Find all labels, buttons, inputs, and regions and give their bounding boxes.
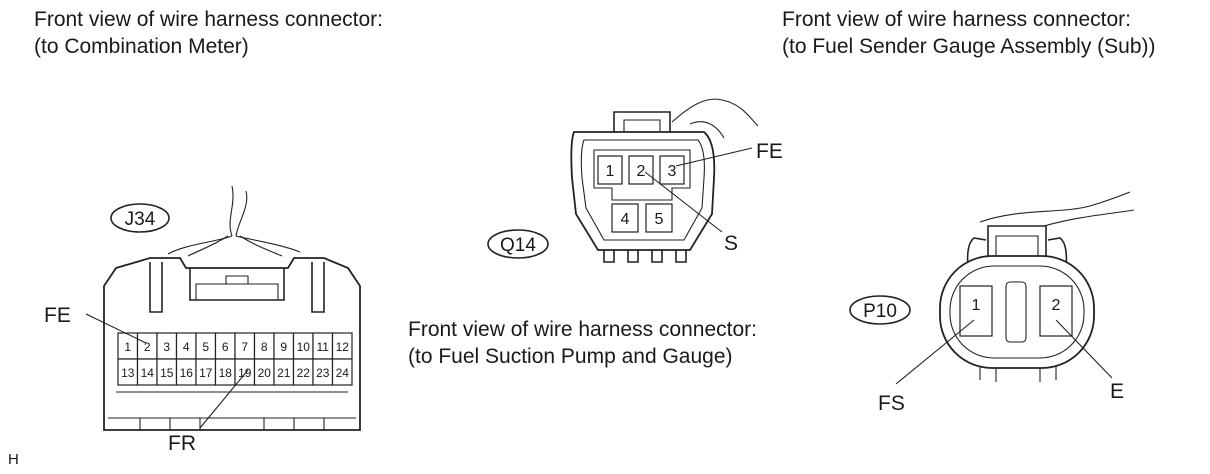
caption-line-1: Front view of wire harness connector: (782, 8, 1131, 31)
j34-pin-label: 23 (316, 366, 330, 380)
j34-pin-label: 20 (258, 366, 272, 380)
j34-wires (167, 185, 301, 257)
j34-right-latch (311, 262, 325, 313)
j34-pin-label: 9 (280, 340, 287, 354)
caption-line-2: (to Fuel Suction Pump and Gauge) (408, 345, 733, 368)
j34-pin-label: 22 (297, 366, 311, 380)
j34-pin-label: 15 (160, 366, 174, 380)
p10-code-oval (849, 295, 911, 325)
corner-mark: H (8, 451, 19, 468)
q14-s-leader (644, 171, 723, 233)
j34-pin-label: 21 (277, 366, 291, 380)
q14-pin-label: 1 (606, 163, 615, 180)
j34-pin-label: 3 (163, 340, 170, 354)
p10-signal-e: E (1110, 380, 1124, 403)
q14-pin-2 (628, 155, 654, 185)
q14-wire (671, 98, 759, 127)
j34-pin-label: 7 (241, 340, 248, 354)
caption-line-2: (to Combination Meter) (34, 35, 249, 58)
j34-code-oval (110, 203, 170, 233)
caption-line-1: Front view of wire harness connector: (34, 8, 383, 31)
j34-signal-fe: FE (44, 304, 71, 327)
q14-fe-leader (675, 147, 753, 167)
q14-signal-s: S (724, 232, 738, 255)
j34-pin-label: 13 (121, 366, 135, 380)
q14-code: Q14 (500, 235, 536, 256)
q14-pin-label: 2 (637, 163, 646, 180)
q14-pin-label: 3 (668, 163, 677, 180)
q14-latch (613, 111, 671, 132)
p10-latch (987, 225, 1047, 262)
p10-pin-2 (1039, 285, 1073, 337)
j34-pin-cell (331, 358, 353, 386)
j34-pin-label: 2 (144, 340, 151, 354)
j34-bottom-ticks (139, 418, 325, 430)
p10-signal-fs: FS (878, 392, 905, 415)
caption-line-1: Front view of wire harness connector: (408, 318, 757, 341)
j34-pin-label: 5 (202, 340, 209, 354)
p10-body (939, 255, 1095, 369)
p10-e-leader (1055, 319, 1113, 379)
p10-code: P10 (863, 301, 897, 322)
j34-pin-label: 6 (222, 340, 229, 354)
j34-left-latch (149, 262, 163, 313)
q14-signal-fe: FE (756, 140, 783, 163)
j34-pin-label: 10 (297, 340, 311, 354)
caption-fuel-suction: Front view of wire harness connector: (t… (408, 316, 757, 370)
j34-pin-label: 24 (336, 366, 350, 380)
j34-code: J34 (125, 209, 156, 230)
connector-p10: 1 2 P10 FS E (849, 191, 1135, 415)
j34-pin-label: 14 (141, 366, 155, 380)
q14-feet (603, 250, 687, 263)
connector-q14: 1 2 3 4 5 Q14 FE S (487, 98, 783, 263)
j34-pin-label: 18 (219, 366, 233, 380)
j34-pin-label: 1 (124, 340, 131, 354)
q14-pin-label: 5 (655, 211, 664, 228)
j34-pin-label: 8 (261, 340, 268, 354)
p10-fs-leader (895, 319, 975, 385)
q14-pin-1 (597, 155, 623, 185)
q14-pin-label: 4 (621, 211, 630, 228)
j34-pin-label: 11 (317, 340, 330, 354)
p10-wire (979, 191, 1131, 223)
q14-pin-4 (611, 203, 639, 233)
j34-pin-label: 4 (183, 340, 190, 354)
j34-pin-label: 17 (199, 366, 213, 380)
j34-pin-label: 12 (336, 340, 350, 354)
p10-pin-label: 1 (972, 297, 981, 314)
p10-bottom-ticks (979, 366, 1057, 382)
j34-signal-fr: FR (168, 432, 196, 455)
j34-pin-label: 16 (180, 366, 194, 380)
j34-fr-leader (199, 369, 249, 429)
caption-combination-meter: Front view of wire harness connector: (t… (34, 6, 383, 60)
q14-pin-3 (659, 155, 685, 185)
j34-fe-leader (85, 313, 147, 344)
p10-key (1005, 281, 1027, 343)
j34-top-block (189, 268, 285, 301)
p10-pin-label: 2 (1052, 297, 1061, 314)
q14-code-oval (487, 229, 549, 259)
q14-pin-5 (645, 203, 673, 233)
caption-fuel-sender: Front view of wire harness connector: (t… (782, 6, 1156, 60)
caption-line-2: (to Fuel Sender Gauge Assembly (Sub)) (782, 35, 1156, 58)
